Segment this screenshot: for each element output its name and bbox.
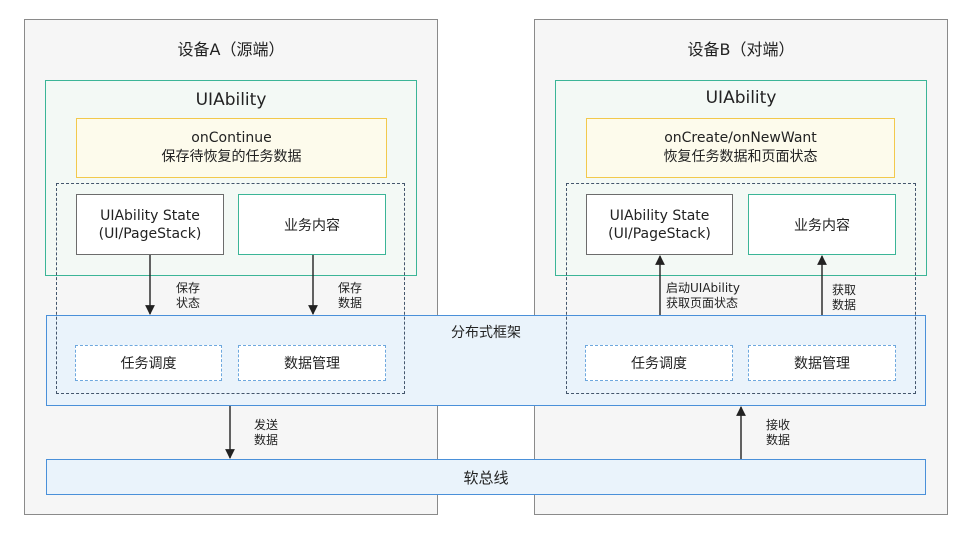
- soft-bus-box: 软总线: [46, 459, 926, 495]
- device-a-uiability-state-box: UIAbility State (UI/PageStack): [76, 194, 224, 255]
- device-a-task-scheduling: 任务调度: [75, 345, 222, 381]
- device-b-uiability-title: UIAbility: [705, 88, 777, 108]
- device-b-oncreate-box: onCreate/onNewWant 恢复任务数据和页面状态: [586, 118, 895, 178]
- device-b-callback-name: onCreate/onNewWant: [664, 130, 817, 146]
- device-b-business-box: 业务内容: [748, 194, 896, 255]
- device-b-state-line2: (UI/PageStack): [608, 225, 711, 242]
- label-b-get-data: 获取 数据: [832, 283, 857, 312]
- label-b-receive-data: 接收 数据: [766, 418, 791, 447]
- device-b-data-management: 数据管理: [748, 345, 896, 381]
- device-b-title: 设备B（对端）: [687, 40, 795, 59]
- device-a-oncontinue-box: onContinue 保存待恢复的任务数据: [76, 118, 387, 178]
- label-b-launch-uiability: 启动UIAbility 获取页面状态: [666, 281, 740, 310]
- device-a-callback-name: onContinue: [191, 130, 272, 146]
- label-a-send-data: 发送 数据: [254, 418, 279, 447]
- label-a-save-data: 保存 数据: [338, 281, 363, 310]
- device-b-task-scheduling: 任务调度: [585, 345, 733, 381]
- device-a-state-line2: (UI/PageStack): [98, 225, 202, 242]
- device-a-callback-desc: 保存待恢复的任务数据: [161, 149, 302, 165]
- device-a-data-management: 数据管理: [238, 345, 386, 381]
- device-a-continuation-scope: [56, 183, 405, 394]
- device-b-uiability-state-box: UIAbility State (UI/PageStack): [586, 194, 733, 255]
- device-b-callback-desc: 恢复任务数据和页面状态: [663, 149, 818, 165]
- device-a-title: 设备A（源端）: [177, 40, 285, 59]
- device-a-state-line1: UIAbility State: [100, 207, 200, 224]
- device-a-uiability-title: UIAbility: [195, 90, 267, 110]
- device-a-business-box: 业务内容: [238, 194, 386, 255]
- device-b-state-line1: UIAbility State: [609, 207, 710, 224]
- device-b-continuation-scope: [566, 183, 916, 394]
- label-a-save-state: 保存 状态: [176, 281, 201, 310]
- distributed-framework-title: 分布式框架: [451, 325, 521, 341]
